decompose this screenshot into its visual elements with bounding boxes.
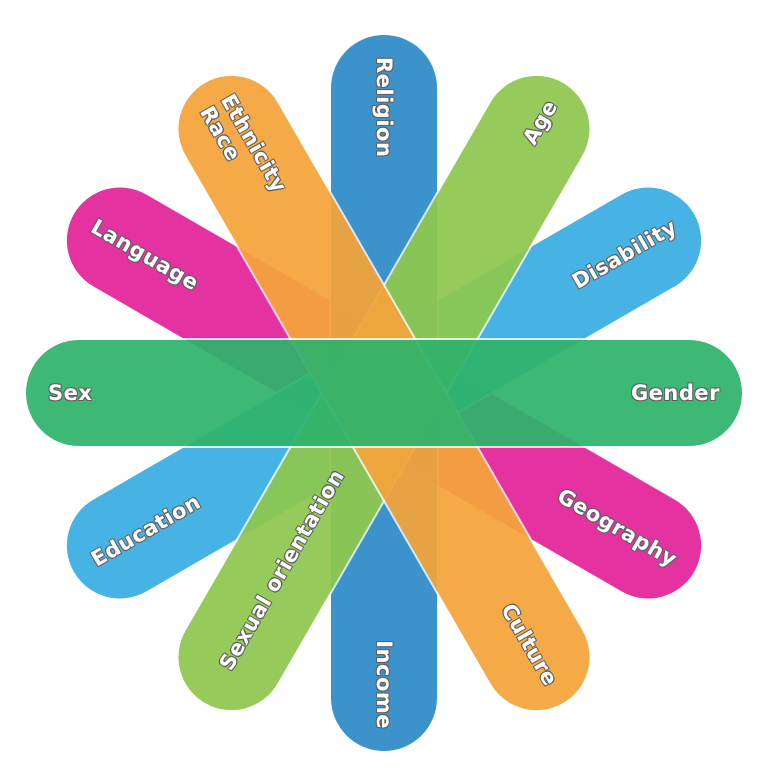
label-geography: Geography bbox=[553, 483, 681, 572]
label-disability: Disability bbox=[567, 214, 681, 294]
label-age: Age bbox=[518, 96, 563, 149]
label-religion: Religion bbox=[372, 57, 396, 158]
label-ethnicity-race: Ethnicity Race bbox=[170, 76, 316, 224]
label-culture: Culture bbox=[496, 599, 563, 690]
band-sex-gender: Sex Gender bbox=[26, 340, 742, 446]
label-gender: Gender bbox=[630, 381, 720, 405]
label-language: Language bbox=[87, 214, 203, 296]
label-income: Income bbox=[372, 640, 396, 729]
label-sex: Sex bbox=[48, 381, 93, 405]
label-education: Education bbox=[87, 489, 205, 572]
